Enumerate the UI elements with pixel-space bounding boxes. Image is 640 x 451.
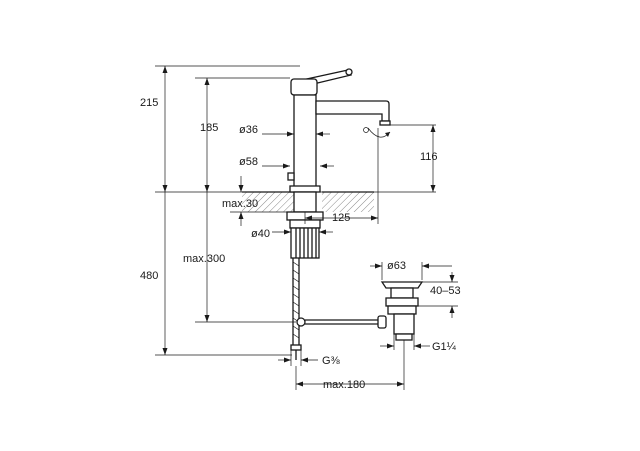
dim-max-hose-length: max.300 [183,253,225,265]
dim-max-deck-thickness: max.30 [222,198,258,210]
dimension-lines [155,65,458,390]
dim-inlet-thread: G⅜ [322,355,341,367]
flex-hose [290,258,302,360]
dim-waste-diameter: ø63 [387,260,406,272]
faucet [287,68,391,193]
dim-projection: 125 [332,212,350,224]
dim-overall-height: 215 [140,97,158,109]
dim-outlet-height: 116 [420,151,438,163]
dim-spout-height: 185 [200,122,218,134]
dim-body-diameter: ø36 [239,124,258,136]
dim-total-height: 480 [140,270,158,282]
dim-base-diameter: ø58 [239,156,258,168]
faucet-cap [290,78,318,96]
dim-waste-range: 40–53 [430,285,461,297]
dim-max-offset: max.180 [323,379,365,391]
dim-waste-thread: G1¼ [432,341,457,353]
waste-fitting [380,281,424,341]
base-flange [289,185,321,193]
popup-rod [296,315,387,329]
faucet-spout [315,100,390,122]
faucet-body [293,94,317,193]
dim-hole-diameter: ø40 [251,228,270,240]
